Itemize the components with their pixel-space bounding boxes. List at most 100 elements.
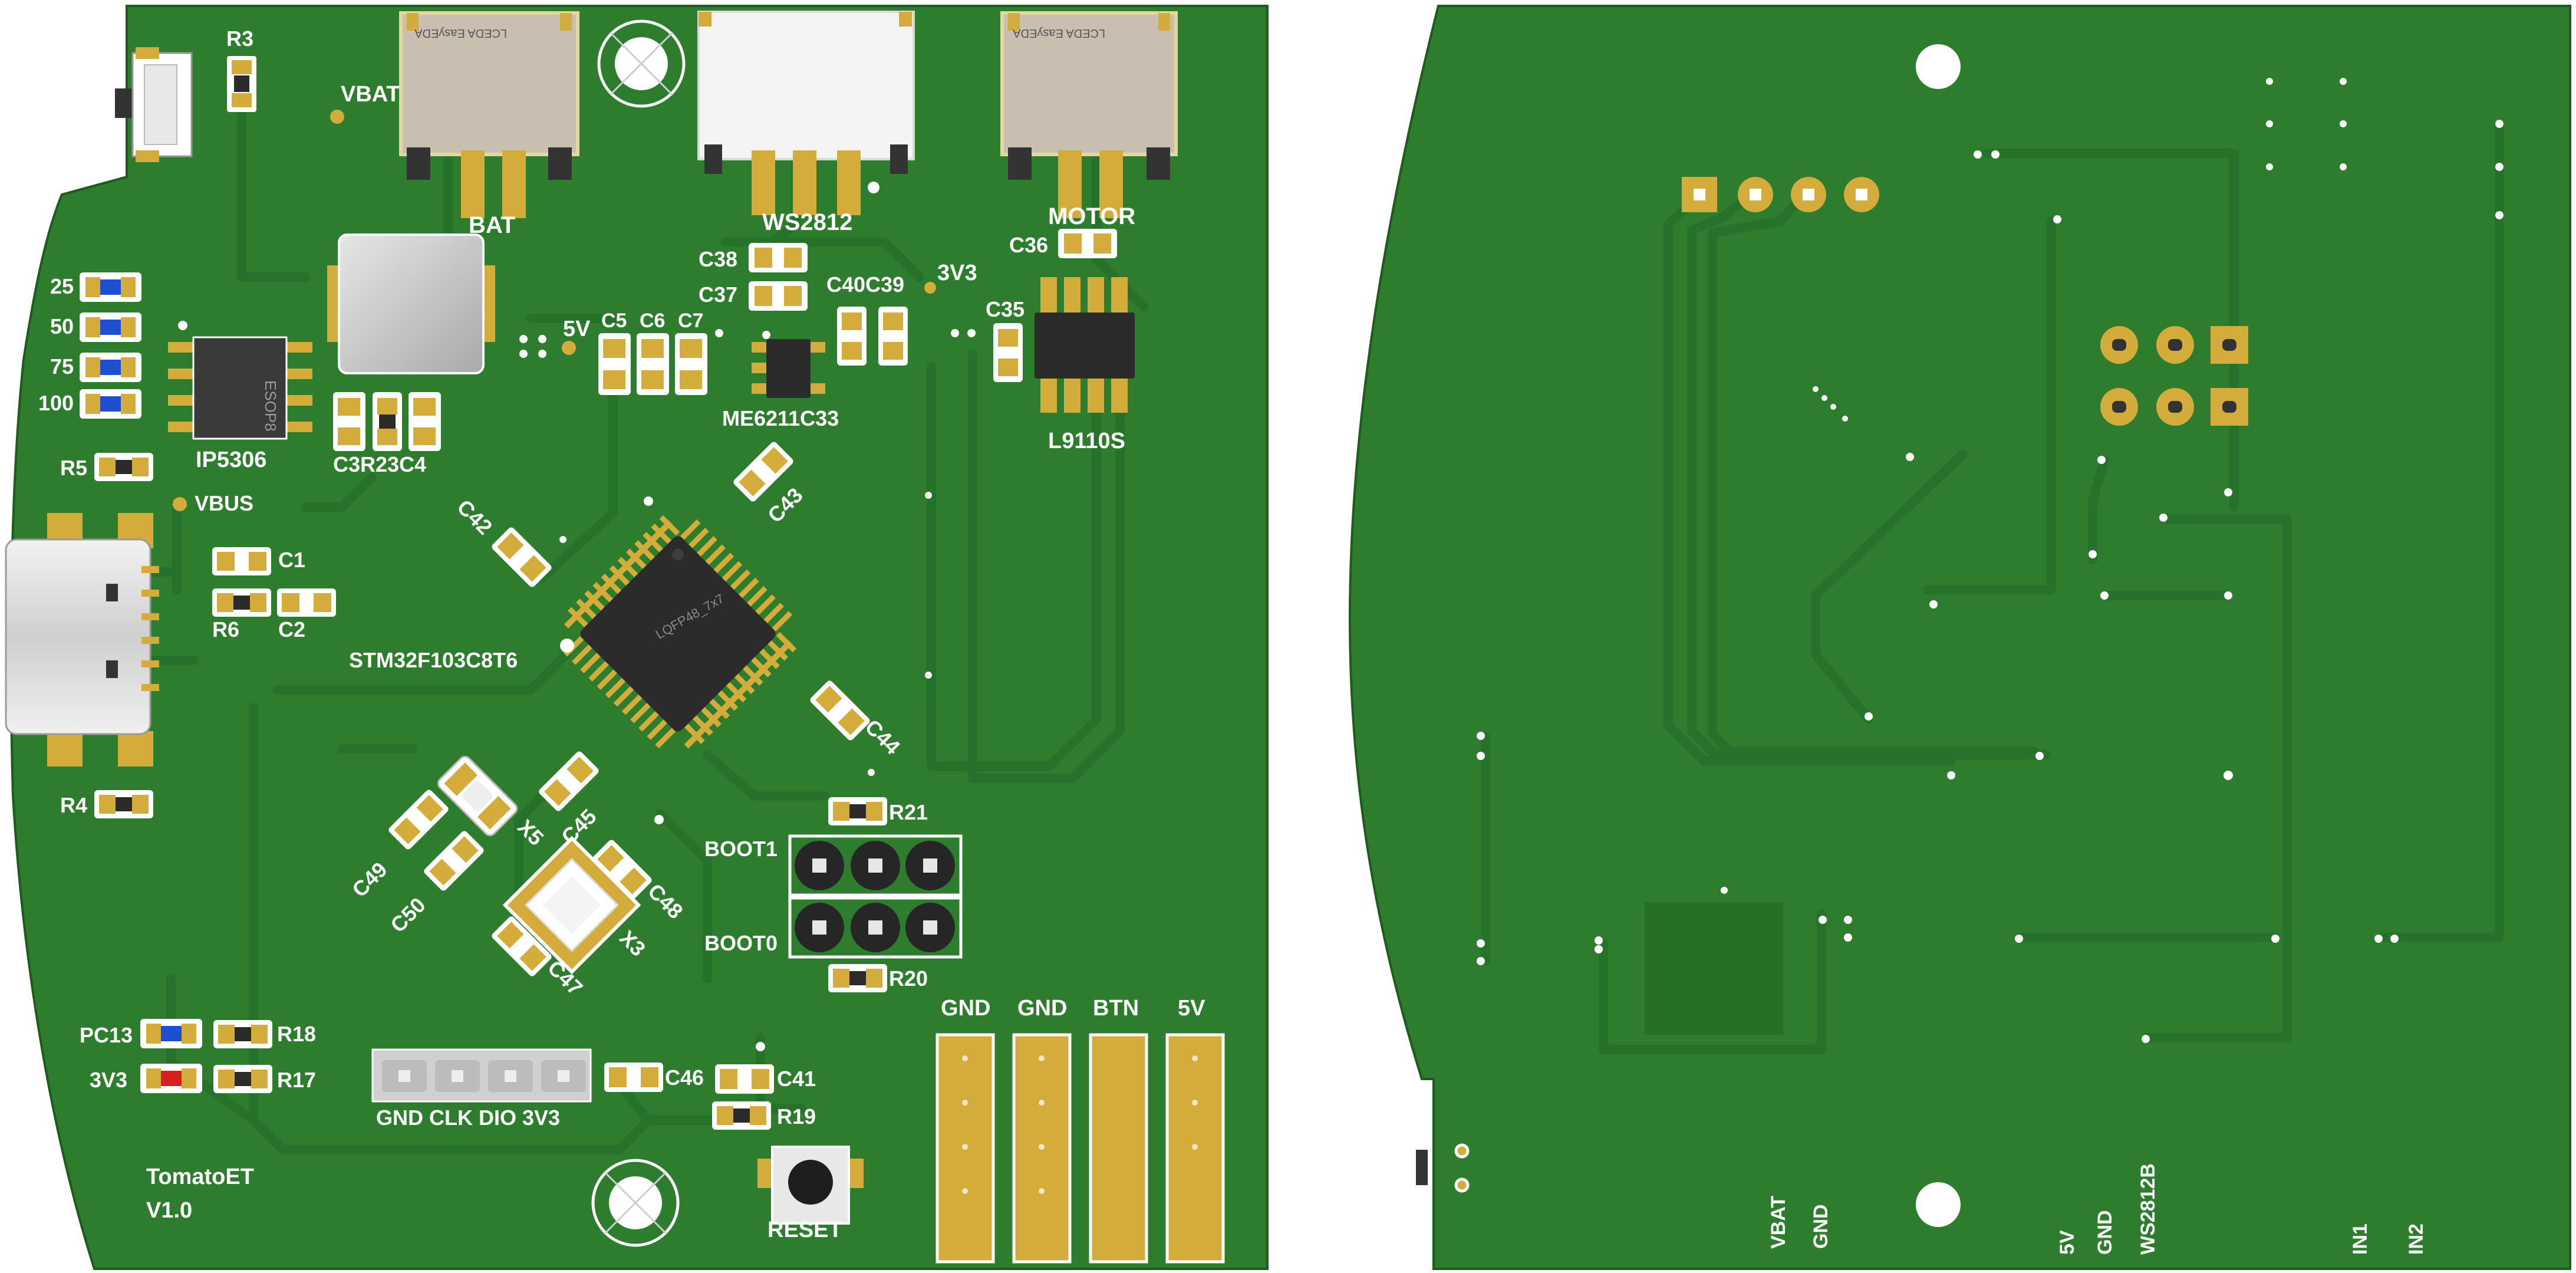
front-vias <box>519 329 976 1051</box>
label-r20: R20 <box>889 966 928 991</box>
back-mounting-hole-bottom <box>1916 1182 1961 1227</box>
header-5v[interactable] <box>1165 1033 1225 1264</box>
ws2812-pin1-dot <box>868 182 879 193</box>
resistor-r3 <box>227 56 256 112</box>
power-slide-switch[interactable] <box>115 47 193 162</box>
capacitor-c45 <box>539 751 599 811</box>
back-board: VBAT GND 5V GND WS2812B IN1 IN2 <box>1348 5 2571 1270</box>
capacitor-c7 <box>675 333 707 395</box>
capacitor-c3 <box>333 392 365 451</box>
label-5v-header: 5V <box>1178 996 1205 1021</box>
label-r17: R17 <box>277 1068 316 1092</box>
label-c6: C6 <box>640 310 665 332</box>
reset-button[interactable] <box>757 1146 864 1225</box>
project-name: TomatoET <box>146 1165 254 1189</box>
back-thermal-area <box>1645 902 1783 1035</box>
mounting-hole-bottom <box>591 1159 680 1247</box>
mounting-hole-top <box>597 19 686 108</box>
bat-connector-brand: LCEDA EasyEDA <box>414 27 507 40</box>
capacitor-c38 <box>749 243 808 272</box>
testpoint-vbat <box>330 110 344 124</box>
back-switch-stub <box>1416 1150 1428 1185</box>
resistor-r5 <box>94 453 153 481</box>
label-boot0: BOOT0 <box>704 931 778 955</box>
back-label-gnd: GND <box>1810 1204 1832 1249</box>
label-vbat: VBAT <box>341 82 400 107</box>
inductor <box>327 233 495 374</box>
label-3v3-led: 3V3 <box>90 1068 127 1092</box>
label-me6211: ME6211C33 <box>722 406 839 430</box>
back-traces <box>1481 119 2504 1054</box>
label-reset: RESET <box>767 1218 842 1242</box>
label-c46: C46 <box>665 1065 704 1090</box>
back-vias <box>1477 78 2503 1043</box>
back-label-in2: IN2 <box>2405 1223 2427 1255</box>
bat-connector <box>399 11 579 218</box>
capacitor-c35 <box>993 323 1023 382</box>
label-5v-test: 5V <box>563 317 591 341</box>
crystal-x5 <box>437 755 518 837</box>
back-pads-row <box>1682 177 1879 212</box>
capacitor-c48 <box>592 840 652 900</box>
label-r19: R19 <box>777 1104 816 1129</box>
label-led-25: 25 <box>50 274 74 298</box>
capacitor-c41 <box>715 1064 774 1094</box>
mcu-pin1-dot <box>560 639 574 653</box>
back-label-ws2812b: WS2812B <box>2137 1163 2159 1255</box>
boot1-header[interactable] <box>788 834 963 897</box>
label-3v3-test: 3V3 <box>937 261 977 285</box>
led-50 <box>80 313 141 342</box>
ic-ip5306 <box>168 321 312 440</box>
label-pc13: PC13 <box>80 1023 133 1047</box>
resistor-r20 <box>828 964 887 992</box>
testpoint-3v3 <box>924 282 936 294</box>
label-c35: C35 <box>986 297 1025 321</box>
label-c2: C2 <box>278 617 305 642</box>
resistor-r18 <box>213 1020 272 1048</box>
back-label-5v: 5V <box>2056 1230 2078 1255</box>
label-c3r23c4: C3R23C4 <box>333 452 426 476</box>
led-25 <box>80 272 141 302</box>
back-board-outline <box>1348 5 2571 1270</box>
label-c38: C38 <box>699 247 737 271</box>
usb-c-connector[interactable] <box>5 513 159 767</box>
label-c40c39: C40C39 <box>826 272 904 297</box>
capacitor-c4 <box>409 392 441 451</box>
project-version: V1.0 <box>146 1198 192 1223</box>
capacitor-c47 <box>492 916 552 976</box>
boot0-header[interactable] <box>788 896 963 959</box>
back-label-vbat: VBAT <box>1767 1196 1790 1249</box>
capacitor-c36 <box>1058 229 1117 258</box>
capacitor-c43 <box>733 442 793 502</box>
capacitor-c46 <box>604 1063 663 1092</box>
back-via-1 <box>1454 1143 1470 1159</box>
ip5306-package: ESOP8 <box>262 380 279 432</box>
back-mounting-hole-top <box>1916 44 1961 89</box>
header-btn[interactable] <box>1089 1033 1148 1264</box>
capacitor-c1 <box>212 547 271 575</box>
capacitor-c39 <box>878 307 908 366</box>
ic-stm32 <box>563 515 797 749</box>
ic-me6211 <box>752 331 825 398</box>
label-c5: C5 <box>601 310 627 332</box>
label-r4: R4 <box>60 793 87 817</box>
back-label-gnd-2: GND <box>2094 1210 2116 1255</box>
header-gnd-1[interactable] <box>935 1033 995 1264</box>
label-c1: C1 <box>278 548 305 572</box>
label-r18: R18 <box>277 1022 316 1046</box>
resistor-r17 <box>213 1065 272 1093</box>
back-via-2 <box>1454 1177 1470 1193</box>
led-pc13 <box>140 1019 202 1048</box>
ic-l9110s <box>1035 277 1135 413</box>
capacitor-c5 <box>598 333 631 395</box>
resistor-r21 <box>828 797 887 825</box>
label-led-50: 50 <box>50 314 74 338</box>
swd-header[interactable] <box>371 1048 592 1103</box>
label-r21: R21 <box>889 800 928 824</box>
label-l9110s: L9110S <box>1048 429 1125 453</box>
led-100 <box>80 389 141 419</box>
label-led-75: 75 <box>50 354 74 379</box>
testpoint-vbus <box>173 497 187 511</box>
header-gnd-2[interactable] <box>1012 1033 1072 1264</box>
